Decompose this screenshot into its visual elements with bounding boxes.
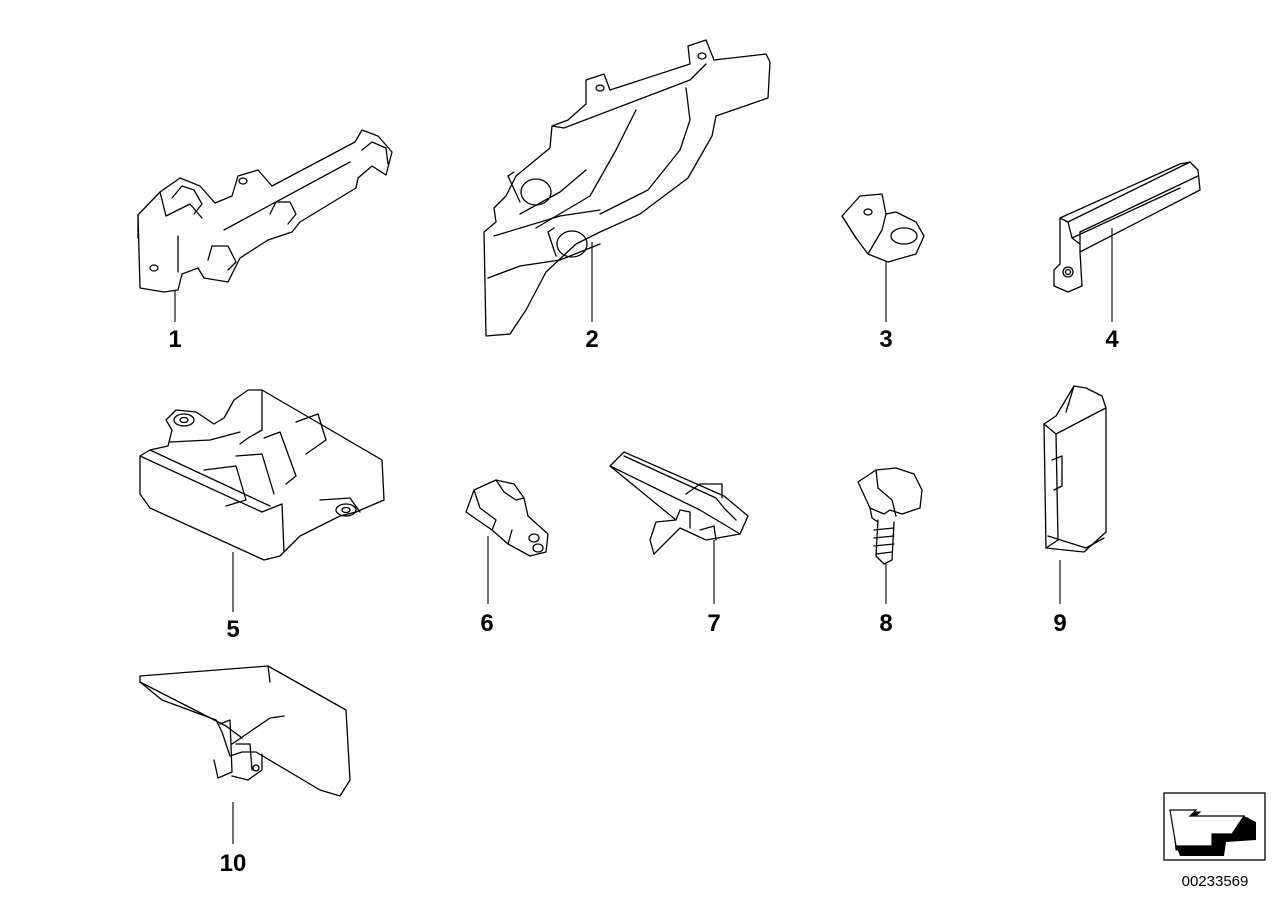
part-10-angle-plate-drawing[interactable] (139, 665, 351, 797)
part-number-7[interactable]: 7 (707, 610, 720, 637)
part-number-2[interactable]: 2 (585, 326, 598, 353)
part-number-10[interactable]: 10 (220, 850, 247, 877)
part-8-screw-clip-drawing[interactable] (857, 467, 923, 565)
part-3-angle-bracket-drawing[interactable] (841, 193, 925, 263)
part-1-bracket-drawing[interactable] (137, 129, 393, 293)
part-number-3[interactable]: 3 (879, 326, 892, 353)
part-5-tray-drawing[interactable] (139, 389, 385, 561)
part-number-9[interactable]: 9 (1053, 610, 1066, 637)
part-2-plate-drawing[interactable] (483, 39, 771, 337)
part-number-8[interactable]: 8 (879, 610, 892, 637)
part-number-5[interactable]: 5 (226, 616, 239, 643)
back-arrow-icon (1169, 809, 1256, 856)
part-7-rail-clip-drawing[interactable] (609, 451, 749, 555)
part-number-6[interactable]: 6 (480, 610, 493, 637)
part-9-module-drawing[interactable] (1043, 385, 1107, 553)
part-number-1[interactable]: 1 (168, 326, 181, 353)
diagram-id: 00233569 (1182, 873, 1249, 890)
leader-lines (174, 228, 1113, 844)
part-6-clamp-drawing[interactable] (465, 479, 549, 557)
part-numbers: 1 2 3 4 5 6 7 8 9 10 (168, 326, 1119, 877)
back-navigation-button[interactable] (1163, 792, 1266, 861)
part-number-4[interactable]: 4 (1105, 326, 1119, 353)
part-4-rail-holder-drawing[interactable] (1053, 161, 1201, 293)
